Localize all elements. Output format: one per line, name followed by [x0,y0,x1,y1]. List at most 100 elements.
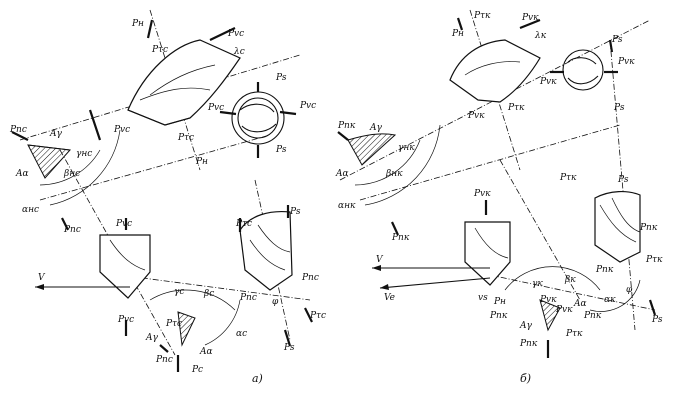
plane-mark [209,27,236,41]
drill-end-view [231,91,285,145]
ref-line [489,274,656,311]
arrow-head [35,284,44,290]
label: Pnc [9,125,27,135]
plane-mark [608,39,614,53]
label: Aγ [369,123,382,133]
drill-right-flute [249,239,286,271]
caption-b: б) [520,372,531,385]
label: Pн [131,19,144,29]
label: Pн [195,157,208,167]
ref-line [39,134,271,201]
label: αнc [22,205,39,215]
label: Pτк [507,103,525,113]
plane-mark [159,344,169,353]
ref-line [609,39,636,331]
label: Pnк [489,311,508,321]
caption-a: а) [252,372,263,385]
label: Pnк [639,223,658,233]
plane-mark [219,110,237,116]
label: Pvк [473,189,491,199]
label: βк [564,275,576,285]
label: Ps [289,207,301,217]
label: Pτc [151,45,168,55]
label: Pн [493,297,506,307]
label: αк [604,295,616,305]
ref-line [469,9,521,171]
label: γнc [76,149,92,159]
plane-mark [283,329,292,347]
label: Pvc [299,101,316,111]
label: Aα [573,299,587,309]
label: γнк [398,143,415,153]
label: γк [532,279,543,289]
label: Pnc [155,355,173,365]
label: Aα [199,347,213,357]
label: Pnк [595,265,614,275]
angle-arc [39,149,101,186]
label: Pvc [227,29,244,39]
label: Pvc [113,125,130,135]
label: Ps [617,175,629,185]
drill-top-edge [127,109,191,126]
label: Pτc [235,219,252,229]
label: βнc [63,169,80,179]
label: Pnc [301,273,319,283]
label: Ps [275,73,287,83]
label: Aα [15,169,29,179]
label: Pτc [309,311,326,321]
label: Ps [651,315,663,325]
angle-arc [504,266,601,291]
drill-right-flute [611,197,641,233]
angle-arc [149,289,236,311]
ref-line [119,274,311,301]
labels-panel-b: Pн Pτк Pvк λк Ps Pvк Pvк Ps Pvк Pτк Pnк … [335,11,663,385]
section-left-b [347,133,397,166]
drill-top-flute [139,87,211,101]
drill-end-view-inner [237,97,279,139]
label: Pτк [565,329,583,339]
angle-arc [49,129,121,206]
label: λc [233,47,245,57]
plane-mark [648,299,657,316]
label: φ [272,297,279,307]
angle-arc [204,299,241,346]
panel-a [11,9,313,372]
labels-panel-a: Pн Pτc Pvc λc Ps Pvc Pvc Ps Pvc Pτc Pн P… [9,19,326,385]
plane-mark [61,217,69,231]
label: Pvк [521,13,539,23]
plane-mark [391,221,399,236]
label: αнк [338,201,356,211]
label: Pvк [539,77,557,87]
plane-mark [304,307,313,323]
section-bottom-b [539,299,561,332]
label: Pvк [467,111,485,121]
label: Pvc [207,103,224,113]
label: Pnc [63,225,81,235]
label: Aγ [49,129,62,139]
label: Ps [283,343,295,353]
ref-line [359,124,621,201]
angle-arc [589,279,641,312]
ref-line [59,149,176,356]
drill-top-body-b [449,39,541,103]
section-left-rake [27,144,71,151]
ref-line [339,19,651,181]
drill-top-flute [464,61,521,76]
label: Aγ [145,333,158,343]
label: Ve [384,293,395,303]
velocity-vector-ve [379,277,491,289]
label: V [38,273,46,283]
plane-mark [146,19,154,39]
arrow-head [372,265,381,271]
drill-top-flute [149,64,216,96]
label: Pvк [555,305,573,315]
panel-b [337,9,657,358]
plane-mark [88,109,102,141]
label: λк [534,31,547,41]
plane-mark [456,17,464,31]
angle-arc [364,124,441,206]
plane-mark [519,18,541,30]
drill-end-flutes [239,103,277,133]
drill-left-flute [109,239,146,271]
